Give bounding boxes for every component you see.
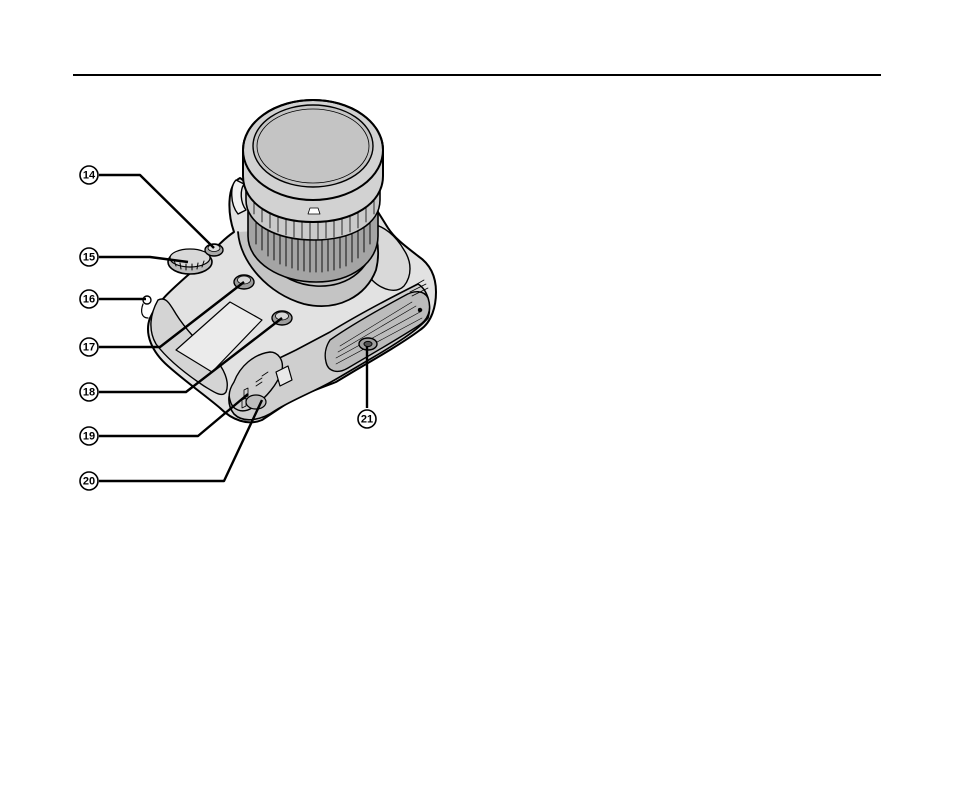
callout-18: 18 — [80, 383, 98, 401]
callout-19-label: 19 — [83, 431, 95, 443]
callout-15: 15 — [80, 248, 98, 266]
callout-21: 21 — [358, 410, 376, 428]
callout-18-label: 18 — [83, 387, 95, 399]
callout-16-label: 16 — [83, 294, 95, 306]
lens-front-element — [253, 105, 373, 187]
callout-14-label: 14 — [83, 170, 96, 182]
connector-cover — [246, 395, 266, 409]
callout-20: 20 — [80, 472, 98, 490]
callout-17-label: 17 — [83, 342, 95, 354]
lens — [243, 100, 383, 286]
callout-21-label: 21 — [361, 414, 373, 426]
callout-20-label: 20 — [83, 476, 95, 488]
callout-19: 19 — [80, 427, 98, 445]
callout-14: 14 — [80, 166, 98, 184]
callout-17: 17 — [80, 338, 98, 356]
indicator-dot — [418, 308, 422, 312]
function-button-14 — [205, 244, 223, 256]
callout-16: 16 — [80, 290, 98, 308]
callout-15-label: 15 — [83, 252, 95, 264]
leader-14 — [99, 175, 214, 248]
